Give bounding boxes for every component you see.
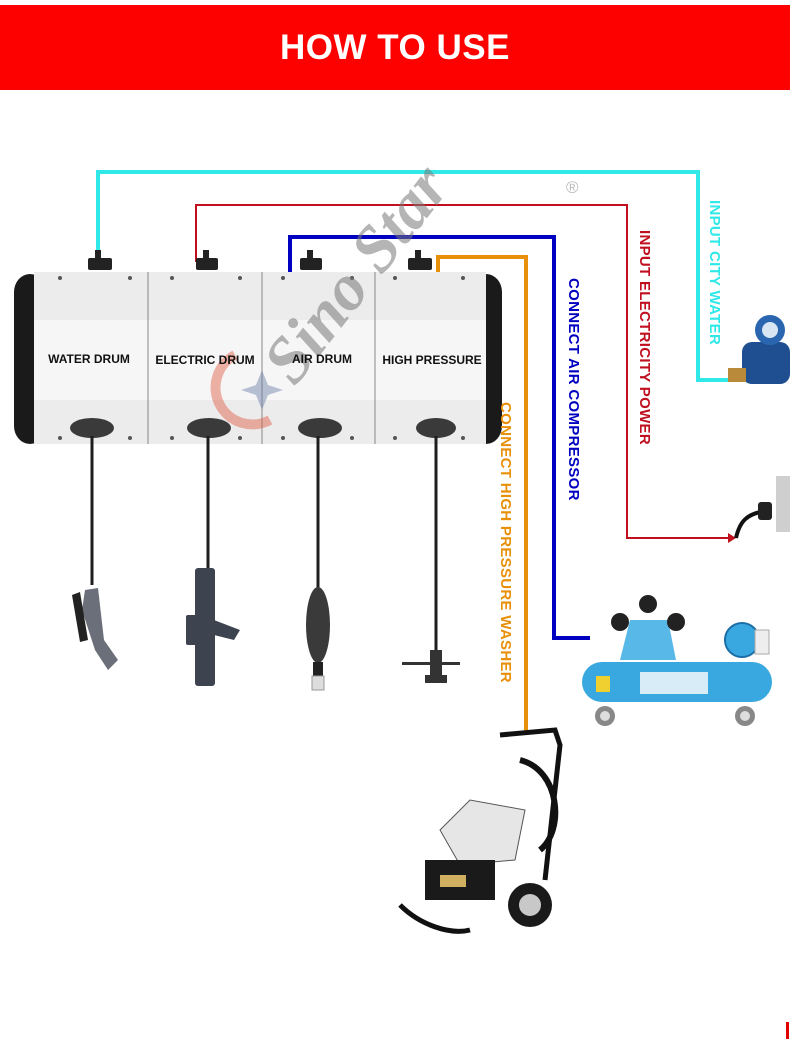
hose-guides [70,418,456,438]
water-meter-icon [728,315,790,384]
drum-label-air: AIR DRUM [292,352,352,366]
label-connect-high-pressure-washer: CONNECT HIGH PRESSURE WASHER [497,402,514,683]
drum-label-electric: ELECTRIC DRUM [155,353,255,367]
registered-mark: ® [566,178,579,197]
brand-logo-icon [210,350,283,430]
pressure-lance-icon [402,650,460,683]
drum-label-high-pressure: HIGH PRESSURE [382,353,482,367]
hanging-hoses [90,436,438,650]
pressure-washer-icon [398,727,563,934]
electric-power-tool-icon [186,568,240,686]
label-input-electricity-power: INPUT ELECTRICITY POWER [636,230,653,445]
air-coupler-icon [306,587,330,691]
page-title: HOW TO USE [280,27,510,67]
water-spray-nozzle-icon [72,588,118,670]
label-input-city-water: INPUT CITY WATER [706,200,723,346]
edge-marker [786,1022,789,1039]
air-compressor-icon [582,595,772,726]
reel-housing [14,272,502,444]
pressure-hose [436,255,528,735]
label-connect-air-compressor: CONNECT AIR COMPRESSOR [565,278,582,501]
power-plug-icon [734,476,790,539]
power-cable [195,204,736,543]
header-banner: HOW TO USE [0,5,790,90]
drum-label-water: WATER DRUM [48,352,130,366]
valve-fittings [88,250,432,270]
air-hose [288,235,590,640]
water-pipe [96,170,740,382]
